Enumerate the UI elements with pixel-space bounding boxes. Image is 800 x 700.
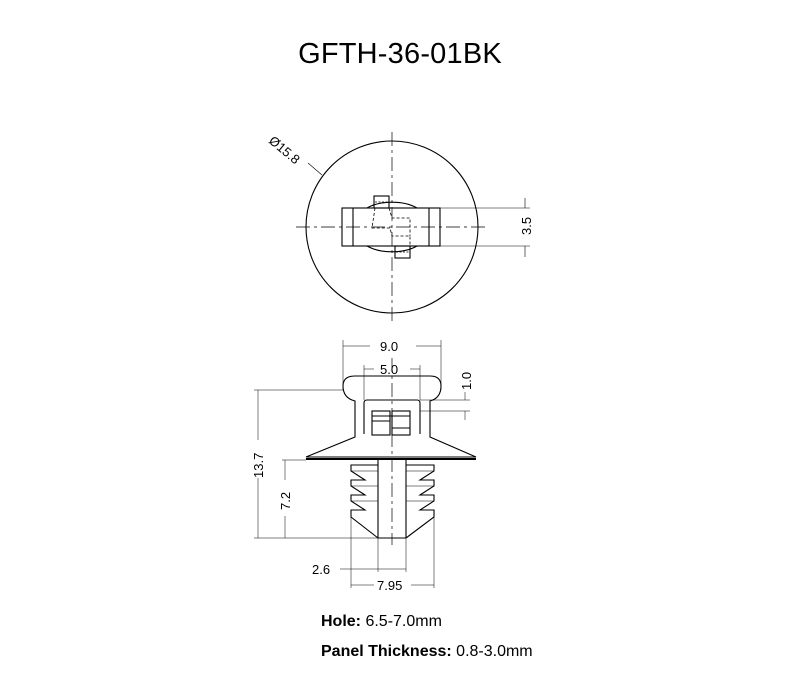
diameter-label: Ø15.8: [266, 133, 303, 167]
slot-width-label: 5.0: [380, 362, 398, 377]
leg-length-label: 7.2: [278, 492, 293, 510]
overall-height-label: 13.7: [251, 453, 266, 478]
side-view: [254, 340, 477, 588]
panel-thickness-spec: Panel Thickness: 0.8-3.0mm: [321, 643, 533, 661]
head-thickness-label: 1.0: [459, 372, 474, 390]
fin-width-label: 7.95: [377, 578, 402, 593]
head-width-label: 9.0: [380, 339, 398, 354]
panel-thickness-value: 0.8-3.0mm: [451, 643, 533, 660]
shank-width-label: 2.6: [312, 562, 330, 577]
hole-spec: Hole: 6.5-7.0mm: [321, 613, 442, 631]
top-view: [296, 132, 530, 322]
hole-spec-value: 6.5-7.0mm: [361, 613, 442, 630]
panel-thickness-label: Panel Thickness:: [321, 643, 452, 660]
part-number-title: GFTH-36-01BK: [298, 38, 502, 70]
hole-spec-label: Hole:: [321, 613, 361, 630]
bar-height-label: 3.5: [519, 217, 534, 235]
